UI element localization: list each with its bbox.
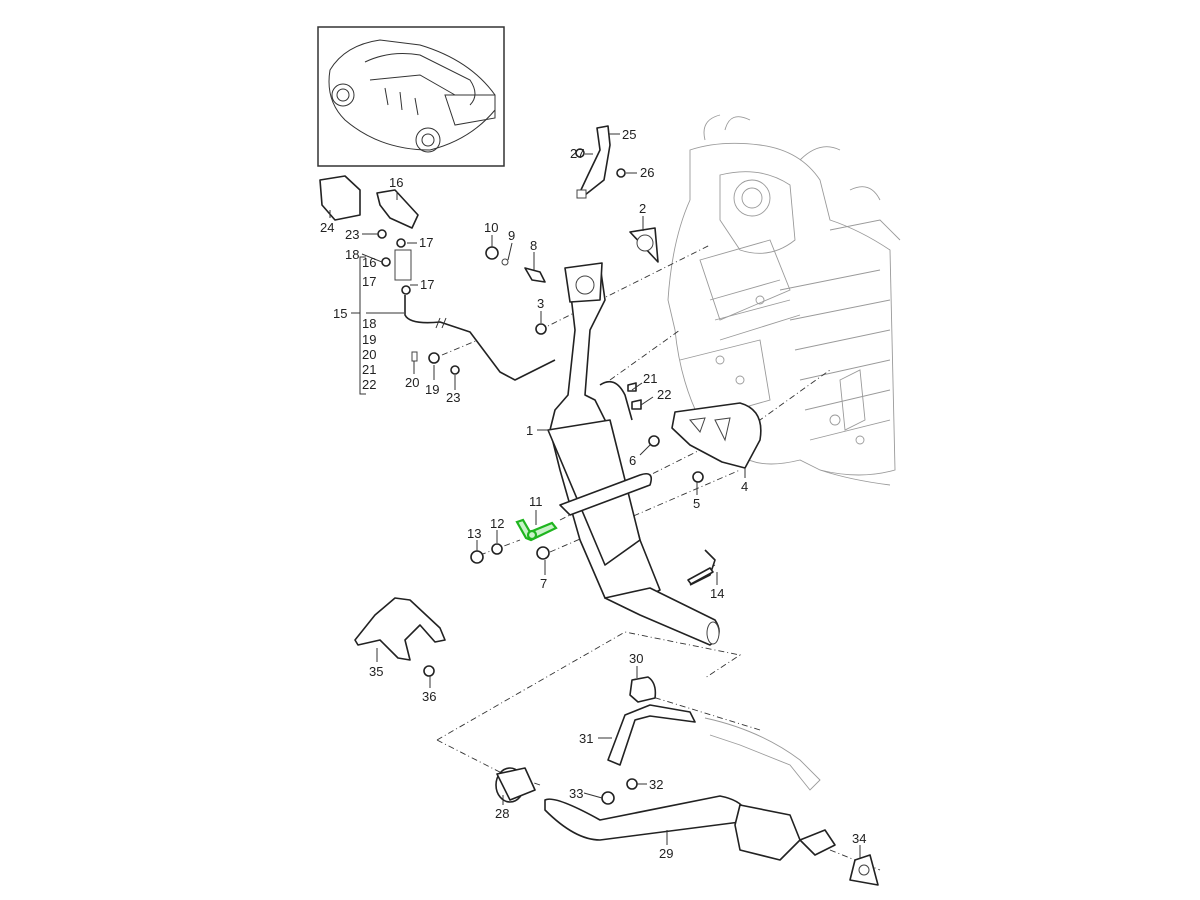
callout-4[interactable]: 4 [741,479,748,494]
callout-21[interactable]: 21 [643,371,657,386]
callout-5[interactable]: 5 [693,496,700,511]
callout-27[interactable]: 27 [570,146,584,161]
part-31-hanger-bracket[interactable] [607,704,821,791]
callout-20[interactable]: 20 [405,375,419,390]
callout-23a[interactable]: 23 [345,227,359,242]
callout-6[interactable]: 6 [629,453,636,468]
callout-36[interactable]: 36 [422,689,436,704]
kit15-item: 21 [362,362,376,377]
callout-33[interactable]: 33 [569,786,583,801]
transmission-drawing [667,114,901,486]
callout-7[interactable]: 7 [540,576,547,591]
part-14-sensor[interactable] [687,567,714,585]
callout-10[interactable]: 10 [484,220,498,235]
kit15-item: 16 [362,255,376,270]
kit15-item: 19 [362,332,376,347]
callout-25[interactable]: 25 [622,127,636,142]
kit15-item: 17 [362,274,376,289]
callout-17a[interactable]: 17 [419,235,433,250]
callout-35[interactable]: 35 [369,664,383,679]
callout-28[interactable]: 28 [495,806,509,821]
callout-29[interactable]: 29 [659,846,673,861]
kit-15-contents: 16 17 18 19 20 21 22 [362,255,376,392]
callout-9[interactable]: 9 [508,228,515,243]
callout-3[interactable]: 3 [537,296,544,311]
callout-15[interactable]: 15 [333,306,347,321]
part-2-gasket[interactable] [629,227,659,263]
callout-12[interactable]: 12 [490,516,504,531]
part-16-sensor[interactable] [376,189,419,229]
callout-labels: 16 24 23 17 18 17 15 16 17 18 19 20 21 2… [320,127,866,861]
callout-19[interactable]: 19 [425,382,439,397]
callout-32[interactable]: 32 [649,777,663,792]
callout-26[interactable]: 26 [640,165,654,180]
part-bracket-strap [559,472,653,516]
callout-14[interactable]: 14 [710,586,724,601]
part-30-rubber-mount[interactable] [629,676,657,703]
part-24-control-unit[interactable] [319,175,361,221]
kit15-item: 20 [362,347,376,362]
callout-17b[interactable]: 17 [420,277,434,292]
callout-24[interactable]: 24 [320,220,334,235]
callout-11[interactable]: 11 [529,494,543,509]
part-25-bracket[interactable] [576,125,611,199]
callout-23b[interactable]: 23 [446,390,460,405]
part-28-clamp[interactable] [495,767,536,803]
callout-13[interactable]: 13 [467,526,481,541]
callout-30[interactable]: 30 [629,651,643,666]
callout-31[interactable]: 31 [579,731,593,746]
vehicle-thumbnail [317,26,505,167]
callout-16[interactable]: 16 [389,175,403,190]
leader-lines [329,133,861,858]
part-4-bracket[interactable] [671,402,762,469]
kit15-item: 22 [362,377,376,392]
kit15-item: 18 [362,316,376,331]
callout-8[interactable]: 8 [530,238,537,253]
callout-18[interactable]: 18 [345,247,359,262]
part-11-highlighted-bolt[interactable] [515,518,558,542]
part-34-gasket[interactable] [849,854,879,886]
callout-22[interactable]: 22 [657,387,671,402]
callout-34[interactable]: 34 [852,831,866,846]
callout-1[interactable]: 1 [526,423,533,438]
part-29-rear-pipe[interactable] [544,795,836,861]
part-35-heat-shield[interactable] [354,597,446,661]
callout-2[interactable]: 2 [639,201,646,216]
